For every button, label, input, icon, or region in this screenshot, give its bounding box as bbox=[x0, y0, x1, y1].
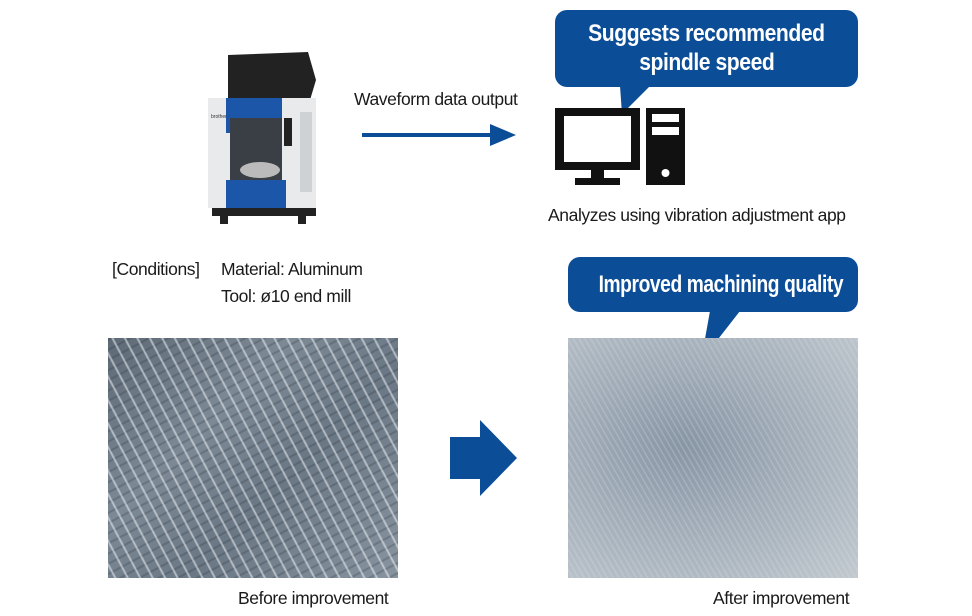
before-surface-photo bbox=[108, 338, 398, 578]
suggest-speed-bubble: Suggests recommended spindle speed bbox=[555, 10, 858, 87]
bubble-text-line2: spindle speed bbox=[638, 49, 775, 76]
bubble-tail bbox=[620, 86, 650, 114]
improved-quality-bubble: Improved machining quality bbox=[568, 257, 858, 312]
big-arrow-icon bbox=[450, 420, 517, 496]
bubble-text: Improved machining quality bbox=[598, 271, 844, 298]
arrow-right-icon bbox=[362, 124, 516, 146]
machining-center-image: brother bbox=[208, 52, 316, 224]
conditions-material: Material: Aluminum bbox=[221, 259, 363, 279]
before-caption: Before improvement bbox=[238, 588, 389, 608]
analyzes-label: Analyzes using vibration adjustment app bbox=[548, 205, 846, 225]
bubble-text-line1: Suggests recommended bbox=[588, 20, 825, 47]
after-caption: After improvement bbox=[713, 588, 850, 608]
conditions-heading: [Conditions] bbox=[112, 259, 200, 279]
conditions-tool: Tool: ø10 end mill bbox=[221, 286, 351, 306]
after-surface-photo bbox=[568, 338, 858, 578]
svg-text:brother: brother bbox=[211, 114, 227, 120]
waveform-output-label: Waveform data output bbox=[354, 89, 518, 109]
computer-icon bbox=[555, 108, 685, 185]
